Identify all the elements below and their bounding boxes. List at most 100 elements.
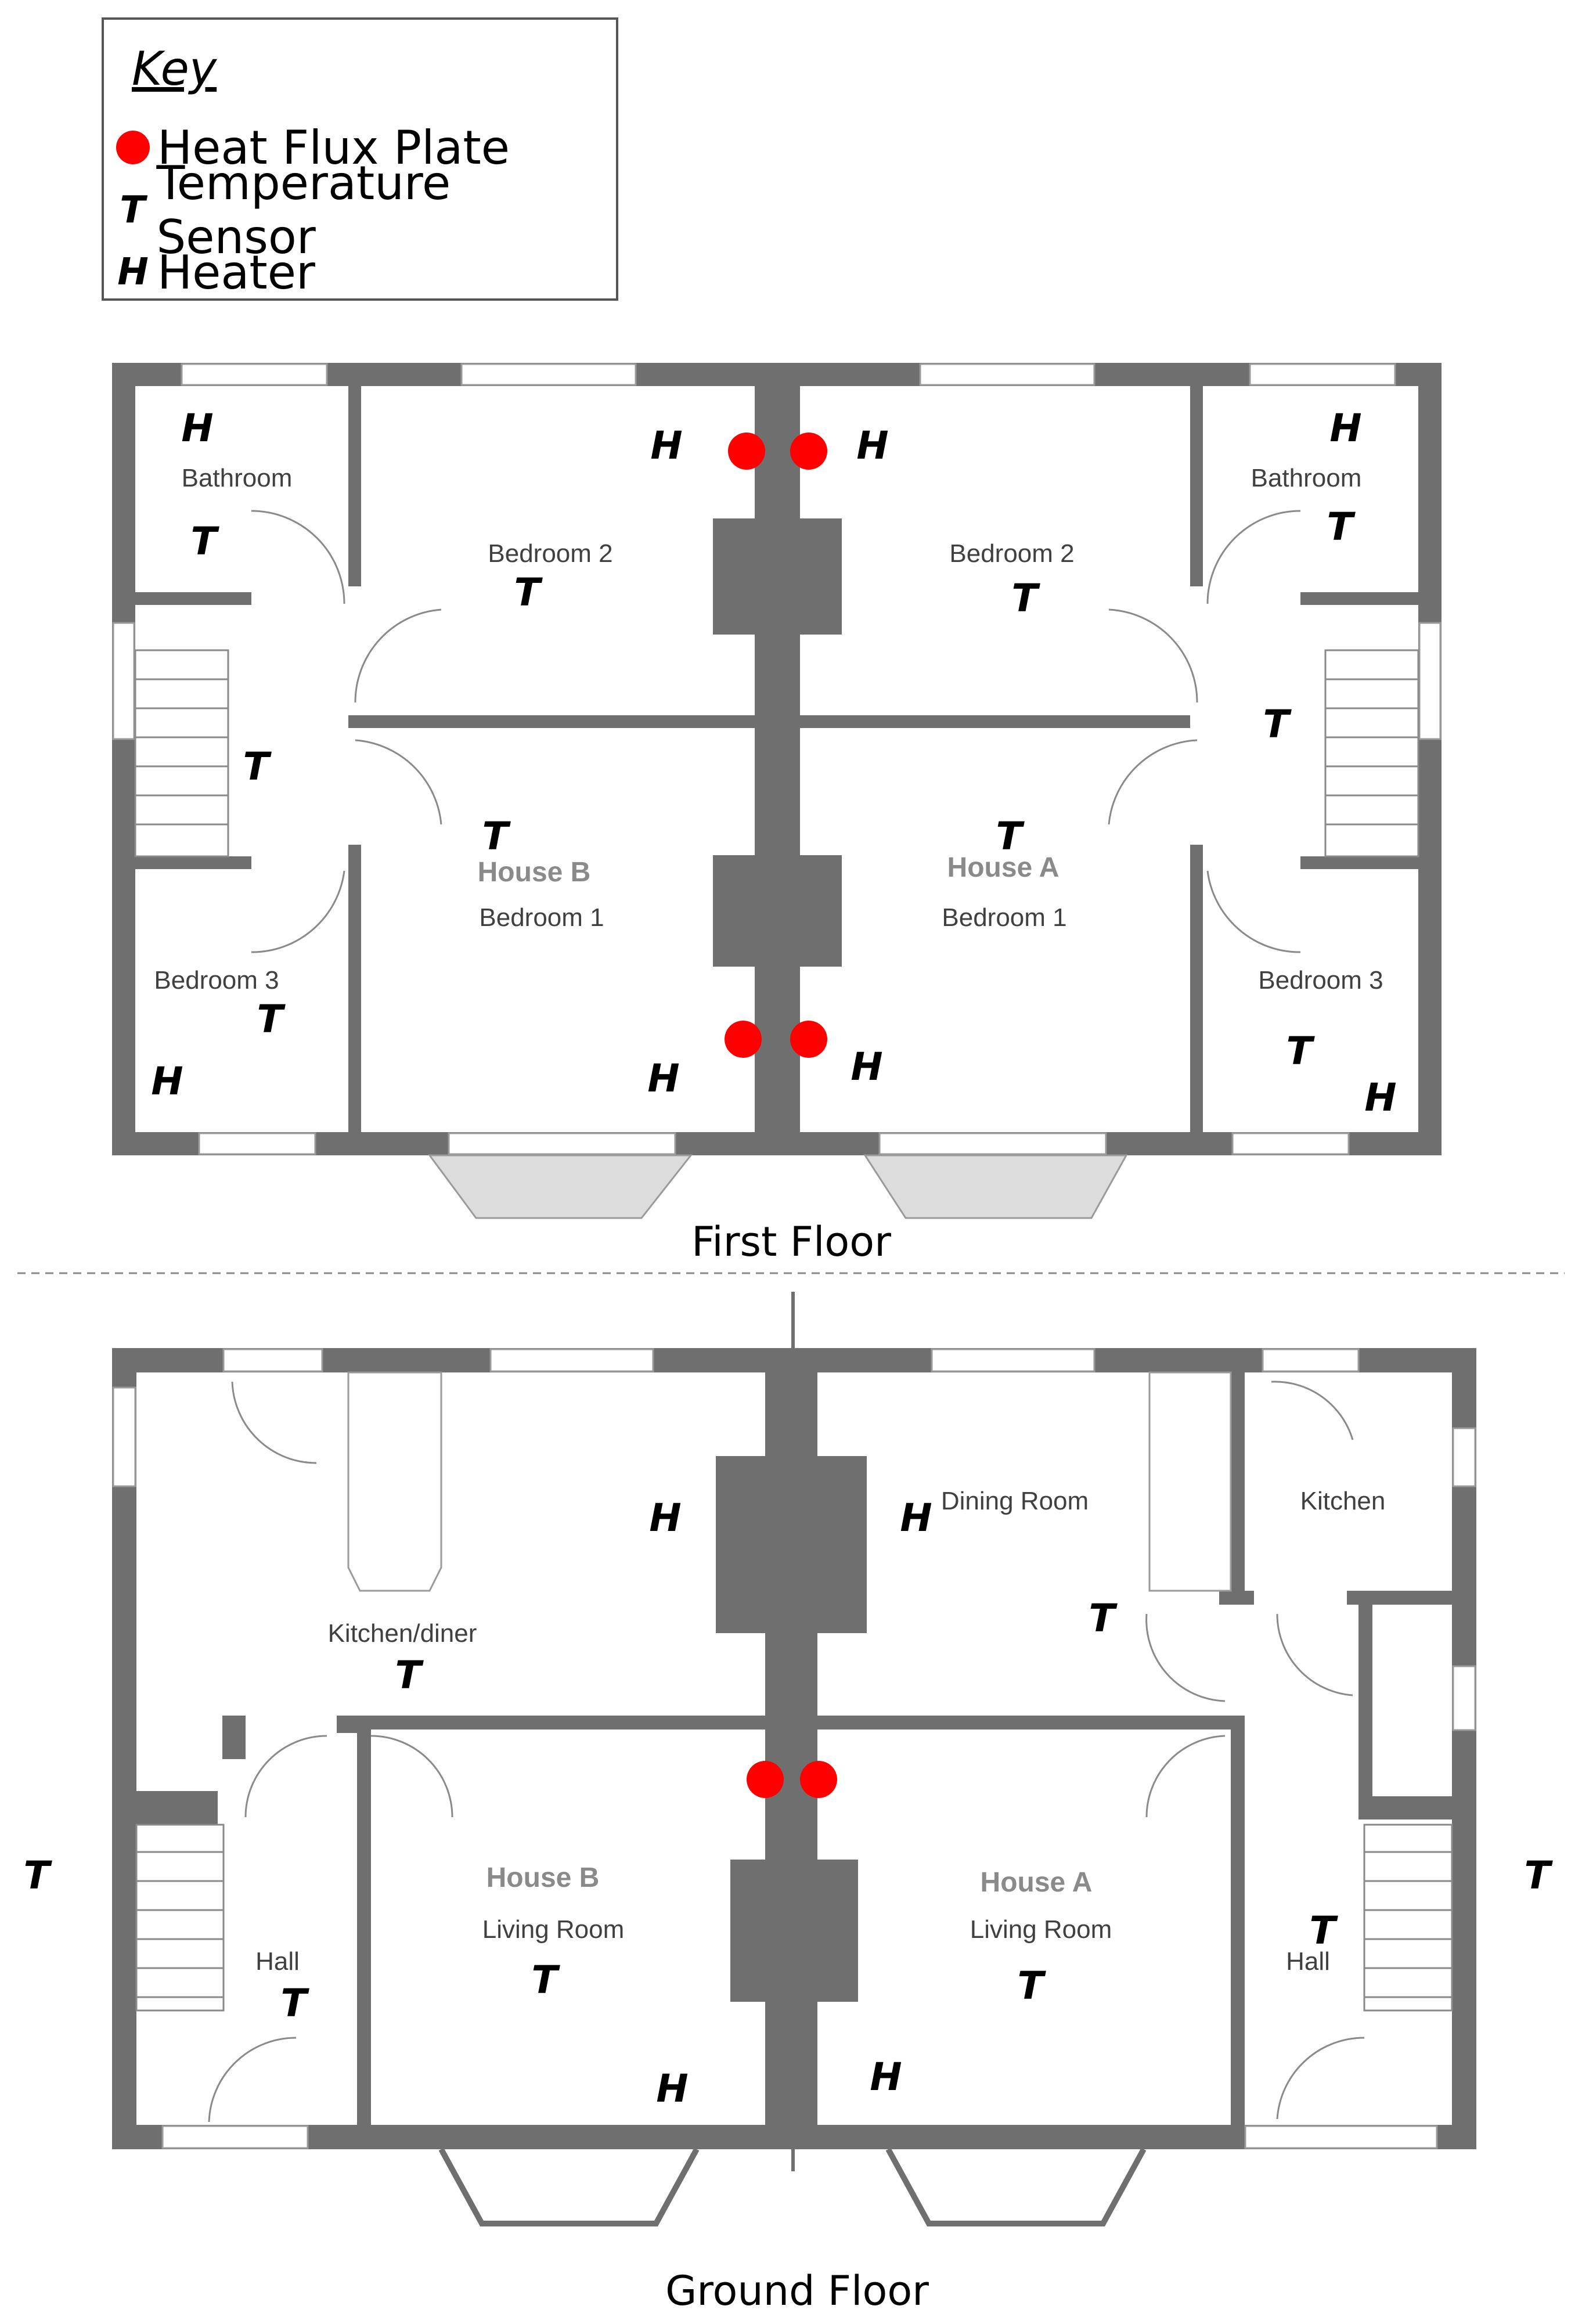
first-floor-windows	[112, 363, 1442, 1155]
ground-floor-wall	[1231, 1372, 1245, 1605]
first-floor-wall	[348, 715, 755, 728]
kitchen-units	[347, 1371, 1232, 1592]
temperature-symbol: T	[1011, 576, 1040, 621]
house-label: House B	[478, 857, 591, 888]
window	[1418, 622, 1442, 740]
room-label: Hall	[1286, 1947, 1330, 1976]
house-label: House A	[981, 1867, 1093, 1898]
window	[919, 363, 1095, 386]
window	[460, 363, 637, 386]
heat-flux-plate	[725, 1021, 762, 1058]
temperature-symbol: T	[531, 1958, 560, 2002]
ground-floor-wall	[1358, 1796, 1452, 1819]
temperature-symbol: T	[1089, 1596, 1118, 1641]
room-label: Living Room	[482, 1915, 625, 1944]
room-label: Kitchen	[1300, 1487, 1386, 1515]
first-floor-wall	[800, 715, 1190, 728]
temperature-symbol: T	[1309, 1908, 1338, 1953]
first-floor-party-wall	[755, 363, 800, 1155]
ground-floor-wall	[1358, 1605, 1372, 1796]
ground-floor-stairs	[135, 1824, 1453, 2012]
ground-floor-plan	[112, 1292, 1476, 2171]
heater-symbol: H	[181, 406, 213, 451]
room-label: Bedroom 2	[949, 539, 1074, 568]
chimney-breast	[713, 518, 842, 635]
first-floor-doors	[251, 510, 1301, 953]
ground-floor-wall	[1219, 1591, 1254, 1605]
window	[931, 1348, 1095, 1372]
ground-floor-wall	[357, 1716, 371, 2125]
temperature-symbol: T	[482, 814, 511, 859]
room-label: Dining Room	[941, 1487, 1089, 1515]
temperature-markers: T T T T T T T T T T T T T T T T T T	[23, 505, 1553, 2026]
legend-row-temperature-sensor: T Temperature Sensor	[110, 156, 616, 264]
legend-box: Key Heat Flux Plate T Temperature Sensor…	[102, 17, 618, 301]
window	[1244, 2125, 1438, 2149]
house-label: House B	[487, 1862, 600, 1893]
heater-symbol: H	[851, 1044, 882, 1089]
room-label: Bathroom	[182, 464, 293, 492]
heater-symbol: H	[856, 423, 888, 468]
heater-icon: H	[117, 251, 149, 294]
heater-markers: H H H H H H H H H H H H	[151, 406, 1396, 2111]
ground-floor-doors	[208, 1381, 1365, 2123]
window	[489, 1348, 654, 1372]
heater-symbol: H	[650, 423, 682, 468]
legend-title: Key	[132, 42, 217, 96]
first-floor-stairs	[134, 649, 1419, 857]
temperature-symbol: T	[1286, 1029, 1315, 1073]
heat-flux-plate	[790, 1021, 827, 1058]
temperature-symbol: T	[1524, 1853, 1553, 1898]
heat-flux-plate-icon	[110, 131, 156, 164]
ground-floor-wall	[222, 1716, 246, 1759]
window	[222, 1348, 323, 1372]
window	[1262, 1348, 1360, 1372]
legend-label: Temperature Sensor	[156, 156, 451, 264]
ground-floor-wall	[817, 1716, 1244, 1730]
bay-window	[438, 2148, 700, 2226]
legend-label: Heater	[157, 245, 315, 300]
heater-symbol: H	[1329, 406, 1361, 451]
chimney-breast	[713, 855, 842, 967]
ground-floor-wall	[1231, 1716, 1245, 2125]
first-floor-wall	[1190, 386, 1203, 586]
room-label: Bathroom	[1251, 464, 1362, 492]
first-floor-wall	[112, 363, 135, 1155]
heat-flux-plate	[790, 433, 827, 470]
first-floor-wall	[1190, 845, 1203, 1132]
legend-row-heat-flux-plate: Heat Flux Plate	[110, 118, 510, 176]
window	[161, 2125, 309, 2149]
first-floor-wall	[135, 592, 251, 605]
temperature-symbol: T	[257, 997, 286, 1042]
heat-flux-plate	[747, 1761, 784, 1798]
first-floor-wall	[348, 386, 361, 586]
first-floor-label: First Floor	[691, 1218, 891, 1266]
temperature-symbol: T	[190, 519, 219, 564]
first-floor-wall	[1300, 592, 1418, 605]
room-label: Bedroom 1	[942, 903, 1066, 932]
bay-windows	[438, 2148, 1147, 2226]
window	[112, 622, 135, 740]
first-floor-plan	[112, 363, 1442, 1155]
heater-symbol: H	[649, 1496, 681, 1540]
heater-symbol: H	[647, 1056, 679, 1101]
temperature-symbol: T	[996, 814, 1025, 859]
window	[448, 1132, 676, 1155]
ground-floor-wall	[337, 1716, 360, 1733]
window	[198, 1132, 316, 1155]
ground-floor-label: Ground Floor	[665, 2267, 929, 2315]
temperature-symbol: T	[1017, 1963, 1046, 2008]
ground-floor-wall	[136, 1791, 218, 1825]
temperature-symbol: T	[1263, 702, 1292, 747]
window	[1452, 1427, 1476, 1487]
chimney-breast	[716, 1456, 867, 1633]
bay-roof	[428, 1154, 693, 1219]
room-label: Bedroom 3	[154, 966, 279, 995]
bay-roof	[863, 1154, 1128, 1219]
ground-floor-windows	[112, 1348, 1476, 2149]
ground-floor-wall	[1347, 1591, 1452, 1605]
temperature-sensor-icon: T	[120, 189, 146, 232]
heater-symbol: H	[151, 1059, 183, 1104]
window	[1231, 1132, 1350, 1155]
